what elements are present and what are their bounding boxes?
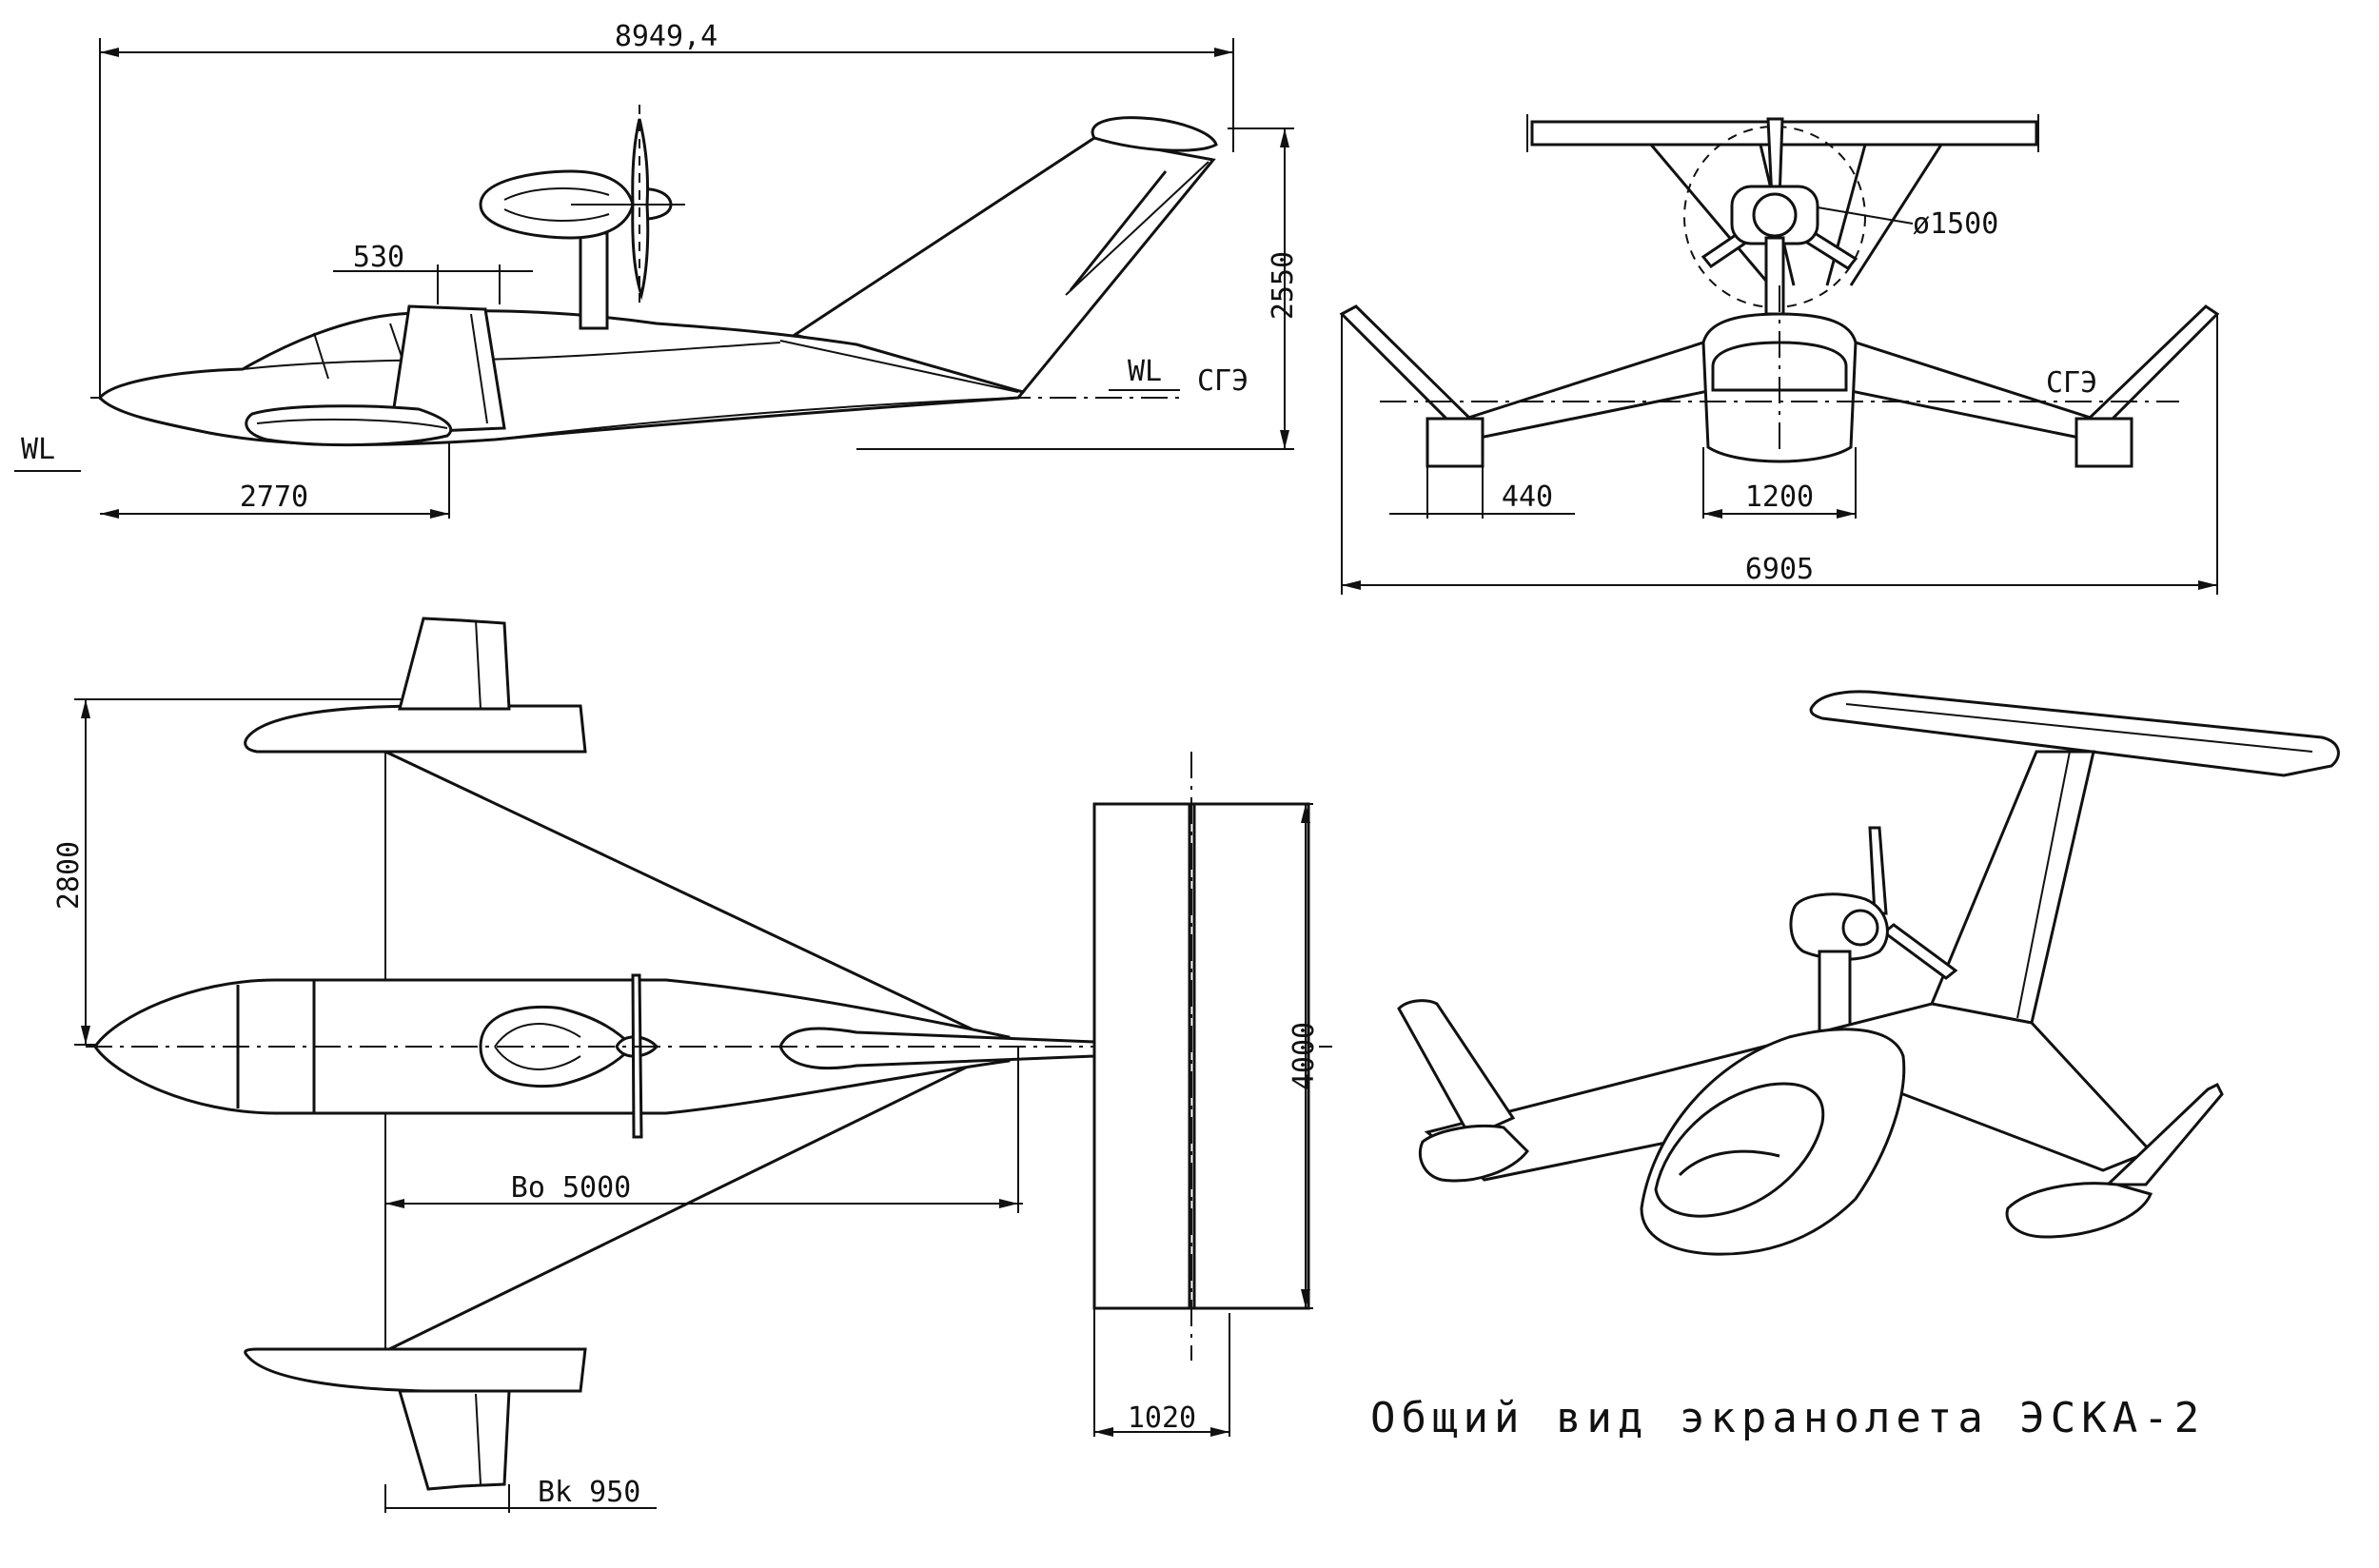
top-float-upper xyxy=(244,704,587,754)
persp-float-right xyxy=(2005,1182,2153,1239)
front-mast xyxy=(1764,236,1785,316)
side-height-dimension: 2550 xyxy=(856,127,1300,450)
drawing-title: Общий вид экранолета ЭСКА-2 xyxy=(1370,1394,2205,1442)
top-tail-span-value: 4000 xyxy=(1288,1022,1321,1090)
front-float-value: 440 xyxy=(1502,480,1553,514)
side-mast-value: 530 xyxy=(353,241,404,274)
side-wing-position-dimension: 2770 xyxy=(100,438,450,519)
persp-fin-right xyxy=(2104,1082,2224,1186)
front-spinner xyxy=(1752,192,1798,238)
persp-fin-left xyxy=(1397,999,1516,1139)
side-float xyxy=(245,404,453,447)
side-mast-dimension: 530 xyxy=(333,241,533,304)
side-height-value: 2550 xyxy=(1267,251,1300,320)
top-float-lower xyxy=(244,1347,587,1393)
front-wing-left xyxy=(1463,341,1715,440)
front-sge-label: СГЭ xyxy=(2046,366,2097,400)
front-hull-value: 1200 xyxy=(1745,480,1814,514)
top-tail-chord-value: 1020 xyxy=(1128,1401,1196,1435)
front-view: СГЭ ø1500 440 1200 6905 xyxy=(1339,114,2220,595)
top-half-span-value: 2800 xyxy=(52,841,86,910)
top-view: 2800 4000 xyxy=(52,617,1332,1513)
top-tail-boom xyxy=(778,1027,1096,1070)
persp-tailplane xyxy=(1809,690,2340,777)
side-wl-left-label: WL xyxy=(21,433,55,466)
top-tailplane xyxy=(1092,802,1310,1310)
top-fin-upper xyxy=(398,617,511,711)
front-fin-right xyxy=(2086,304,2220,430)
front-span-value: 6905 xyxy=(1745,553,1814,586)
side-wl-label: WL xyxy=(1128,355,1162,388)
front-float-left xyxy=(1425,417,1484,468)
top-propeller xyxy=(631,973,643,1139)
persp-fin xyxy=(1929,750,2095,1025)
top-tip-chord-value: Bk 950 xyxy=(538,1476,640,1509)
side-engine-mast xyxy=(579,231,609,330)
side-sge-label: СГЭ xyxy=(1197,364,1248,398)
side-tailplane-section xyxy=(1091,116,1218,152)
persp-prop-blade xyxy=(1881,923,1958,980)
top-root-chord-value: Bo 5000 xyxy=(511,1171,631,1205)
side-wing-float xyxy=(388,304,506,435)
side-length-value: 8949,4 xyxy=(615,20,718,53)
persp-float-left xyxy=(1418,1124,1529,1183)
front-tailplane xyxy=(1530,120,2038,147)
persp-mast xyxy=(1818,950,1852,1034)
side-propeller xyxy=(631,118,650,301)
persp-spinner xyxy=(1841,909,1879,947)
persp-canopy xyxy=(1654,1082,1825,1218)
front-float-right xyxy=(2074,417,2133,468)
persp-prop-blade xyxy=(1868,826,1888,915)
front-prop-diameter-value: ø1500 xyxy=(1913,207,1998,241)
side-wing-position-value: 2770 xyxy=(240,480,308,514)
side-length-dimension: 8949,4 xyxy=(99,20,1234,400)
front-fin-left xyxy=(1339,304,1473,430)
top-fin-lower xyxy=(398,1389,511,1491)
perspective-view xyxy=(1397,690,2340,1256)
side-view: 8949,4 2550 530 2770 WL WL xyxy=(14,20,1300,519)
